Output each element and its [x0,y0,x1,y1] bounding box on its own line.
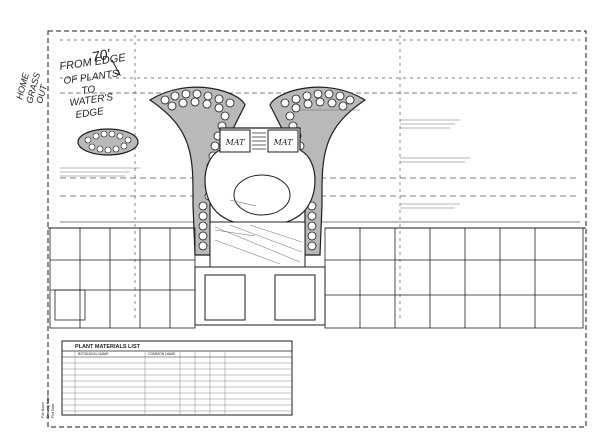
left-oval-shrubs [84,130,132,154]
right-building-grid [324,227,584,329]
hand-arrow [111,59,121,76]
mat-label-left: MAT [225,138,246,147]
mat-box-left [219,129,251,153]
hand-distance: 70' [90,45,112,65]
sheet-border [47,30,587,428]
table-header-common: COMMON NAME [148,352,176,356]
sheet-side-notes: File Name Drawing Name Plot Date [41,395,55,418]
inner-lawn-oval [233,174,291,216]
side-note-2: Drawing Name [46,395,50,418]
hand-line-5: EDGE [75,106,105,121]
mat-label-right: MAT [273,138,294,147]
side-note-1: File Name [41,402,45,418]
side-note-3: Plot Date [51,404,55,418]
left-building-grid [49,227,196,329]
court-texture [214,224,303,265]
hand-line-4: WATER'S [69,92,114,109]
mat-box-right [267,129,299,153]
table-header-botanical: BOTANICAL NAME [78,352,109,356]
steps [252,132,266,150]
hand-line-3: TO [81,84,96,97]
note-lines [60,109,470,237]
table-grid [62,351,292,415]
handwritten-annotations: 70' FROM EDGE OF PLANTS TO WATER'S EDGE … [14,45,127,121]
table-title: PLANT MATERIALS LIST [75,344,141,350]
plant-materials-table: PLANT MATERIALS LIST BOTANICAL NAME COMM… [61,340,293,416]
